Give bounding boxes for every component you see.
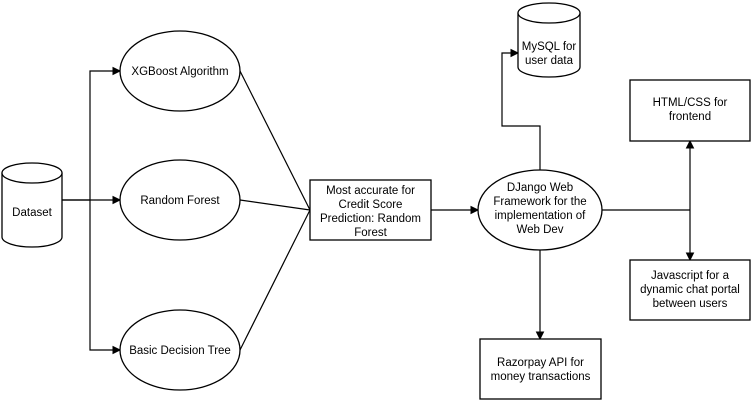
edge-django-mysql <box>501 52 541 170</box>
xgboost-node: XGBoost Algorithm <box>119 30 241 112</box>
django-line-1: DJango Web <box>507 182 573 194</box>
result-line-4: Forest <box>354 227 387 239</box>
dataset-node: Dataset <box>1 162 63 248</box>
arrowhead-random-forest <box>112 195 122 205</box>
dataset-label: Dataset <box>12 207 52 219</box>
razorpay-line-2: money transactions <box>491 371 591 383</box>
edge-decision-tree-result <box>239 209 311 351</box>
edge-dataset-decision-tree <box>89 200 113 351</box>
arrowhead-xgboost <box>112 66 122 76</box>
edge-random-forest-result <box>239 199 311 211</box>
javascript-line-1: Javascript for a <box>651 270 730 282</box>
edges <box>62 48 695 355</box>
django-line-3: implementation of <box>495 210 587 222</box>
razorpay-line-1: Razorpay API for <box>497 357 584 369</box>
decision-tree-label: Basic Decision Tree <box>129 345 231 357</box>
django-node: DJango Web Framework for the implementat… <box>477 169 603 251</box>
django-line-2: Framework for the <box>493 196 586 208</box>
edge-xgboost-result <box>239 70 311 211</box>
arrowhead-razorpay <box>535 331 545 341</box>
decision-tree-node: Basic Decision Tree <box>119 309 241 391</box>
random-forest-node: Random Forest <box>119 159 241 241</box>
javascript-line-3: between users <box>653 298 728 310</box>
xgboost-label: XGBoost Algorithm <box>131 66 228 78</box>
edge-dataset-xgboost <box>62 70 113 201</box>
arrowhead-javascript <box>685 252 695 262</box>
razorpay-node: Razorpay API for money transactions <box>479 338 602 400</box>
result-node: Most accurate for Credit Score Predictio… <box>309 179 432 241</box>
mysql-line-2: user data <box>525 55 574 67</box>
arrowhead-django <box>470 205 480 215</box>
result-line-1: Most accurate for <box>326 185 415 197</box>
html-css-node: HTML/CSS for frontend <box>629 79 751 142</box>
mysql-line-1: MySQL for <box>522 41 577 53</box>
javascript-node: Javascript for a dynamic chat portal bet… <box>629 259 751 321</box>
html-css-line-2: frontend <box>669 111 711 123</box>
result-line-2: Credit Score <box>339 199 403 211</box>
html-css-line-1: HTML/CSS for <box>653 97 728 109</box>
arrowhead-decision-tree <box>112 345 122 355</box>
arrowhead-mysql <box>510 48 520 58</box>
arrowhead-html-css <box>685 139 695 149</box>
random-forest-label: Random Forest <box>140 195 220 207</box>
result-line-3: Prediction: Random <box>320 213 421 225</box>
javascript-line-2: dynamic chat portal <box>640 284 740 296</box>
django-line-4: Web Dev <box>516 224 563 236</box>
mysql-node: MySQL for user data <box>517 2 581 78</box>
